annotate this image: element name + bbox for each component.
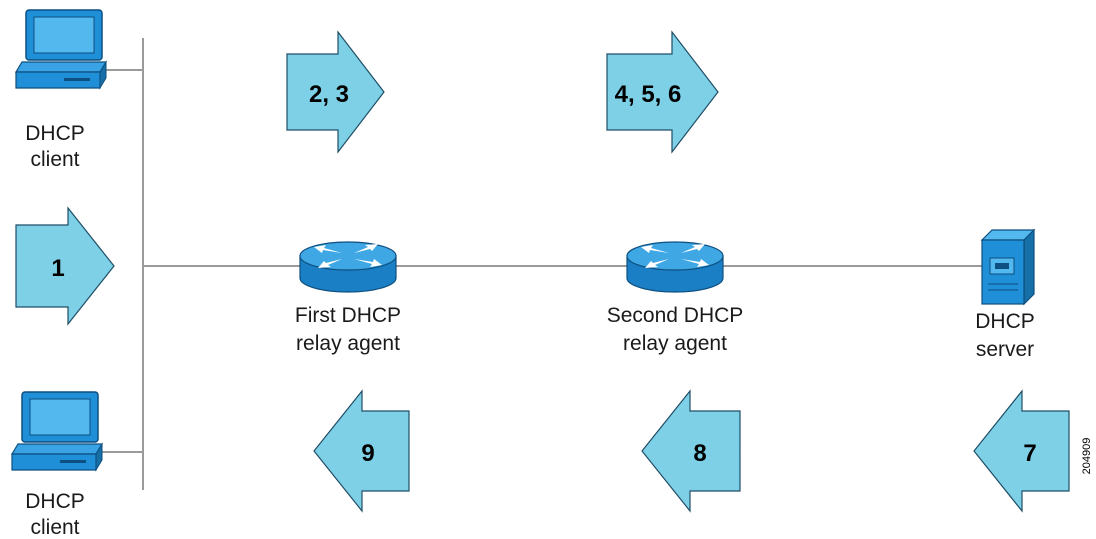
step-label-4-5-6: 4, 5, 6 bbox=[615, 81, 682, 108]
router-icon bbox=[299, 241, 397, 293]
relay2-label-line2: relay agent bbox=[623, 332, 727, 355]
step-label-9: 9 bbox=[361, 440, 374, 467]
client-top-label-line2: client bbox=[30, 148, 79, 171]
step-label-1: 1 bbox=[51, 255, 64, 282]
relay2-label-line1: Second DHCP bbox=[607, 304, 744, 327]
step-arrow-4-5-6: 4, 5, 6 bbox=[606, 30, 719, 154]
step-label-7: 7 bbox=[1023, 440, 1036, 467]
step-arrow-9: 9 bbox=[313, 389, 410, 513]
step-arrow-1: 1 bbox=[15, 206, 115, 326]
step-arrow-8: 8 bbox=[641, 389, 741, 513]
network-links bbox=[100, 38, 982, 490]
client-bottom-label-line2: client bbox=[30, 516, 79, 539]
client-bottom-label-line1: DHCP bbox=[25, 490, 85, 513]
computer-icon bbox=[10, 391, 104, 472]
server-icon bbox=[980, 228, 1036, 306]
step-arrow-2-3: 2, 3 bbox=[286, 30, 385, 154]
step-label-8: 8 bbox=[693, 440, 706, 467]
computer-icon bbox=[14, 9, 108, 90]
client-top-label-line1: DHCP bbox=[25, 122, 85, 145]
router-icon bbox=[626, 241, 724, 293]
server-label-line2: server bbox=[976, 338, 1034, 361]
relay1-label-line2: relay agent bbox=[296, 332, 400, 355]
figure-id: 204909 bbox=[1081, 438, 1093, 475]
step-arrow-7: 7 bbox=[973, 389, 1070, 513]
step-label-2-3: 2, 3 bbox=[309, 81, 349, 108]
relay1-label-line1: First DHCP bbox=[295, 304, 401, 327]
server-label-line1: DHCP bbox=[975, 310, 1035, 333]
